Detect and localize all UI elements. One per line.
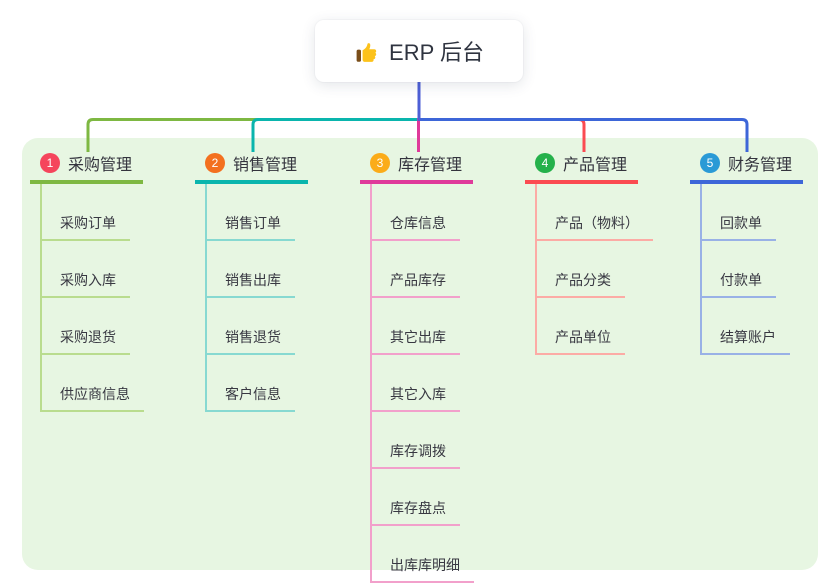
child-node[interactable]: 库存盘点 [372, 469, 460, 526]
child-node-label: 其它入库 [390, 386, 446, 402]
branch-node-purchase[interactable]: 1 采购管理 [30, 146, 143, 184]
branch-number-badge: 4 [535, 153, 555, 173]
child-node-label: 销售退货 [225, 329, 281, 345]
child-node[interactable]: 产品分类 [537, 241, 625, 298]
child-node-label: 库存盘点 [390, 500, 446, 516]
child-node[interactable]: 库存调拨 [372, 412, 460, 469]
branch-number-badge: 2 [205, 153, 225, 173]
child-node-label: 结算账户 [720, 329, 776, 345]
branch-label: 销售管理 [233, 157, 298, 174]
child-node-label: 采购入库 [60, 272, 116, 288]
child-node-label: 产品（物料） [555, 215, 639, 231]
child-node-label: 库存调拨 [390, 443, 446, 459]
child-node[interactable]: 供应商信息 [42, 355, 144, 412]
root-node[interactable]: ERP 后台 [315, 20, 523, 82]
root-title: ERP 后台 [389, 40, 484, 65]
branch-node-sales[interactable]: 2 销售管理 [195, 146, 308, 184]
branch-number-badge: 1 [40, 153, 60, 173]
child-node[interactable]: 仓库信息 [372, 184, 460, 241]
child-node[interactable]: 采购退货 [42, 298, 130, 355]
branch-label: 库存管理 [398, 157, 463, 174]
branch-node-finance[interactable]: 5 财务管理 [690, 146, 803, 184]
child-node-label: 销售订单 [225, 215, 281, 231]
child-node-label: 供应商信息 [60, 386, 130, 402]
child-node-label: 回款单 [720, 215, 762, 231]
branch-product: 4 产品管理 产品（物料） 产品分类 产品单位 [525, 146, 653, 355]
child-node[interactable]: 结算账户 [702, 298, 790, 355]
child-node[interactable]: 产品库存 [372, 241, 460, 298]
child-node[interactable]: 采购入库 [42, 241, 130, 298]
child-node[interactable]: 客户信息 [207, 355, 295, 412]
branch-label: 采购管理 [68, 157, 133, 174]
child-node[interactable]: 采购订单 [42, 184, 130, 241]
child-node-label: 产品库存 [390, 272, 446, 288]
child-node[interactable]: 回款单 [702, 184, 776, 241]
thumbs-up-icon [354, 39, 378, 63]
child-node[interactable]: 销售退货 [207, 298, 295, 355]
branch-children: 销售订单 销售出库 销售退货 客户信息 [205, 184, 295, 412]
child-node[interactable]: 出库库明细 [372, 526, 474, 583]
branch-finance: 5 财务管理 回款单 付款单 结算账户 [690, 146, 803, 355]
branch-children: 产品（物料） 产品分类 产品单位 [535, 184, 653, 355]
branch-children: 仓库信息 产品库存 其它出库 其它入库 库存调拨 库存盘点 出库库明细 [370, 184, 474, 583]
child-node-label: 付款单 [720, 272, 762, 288]
branch-sales: 2 销售管理 销售订单 销售出库 销售退货 客户信息 [195, 146, 308, 412]
child-node-label: 其它出库 [390, 329, 446, 345]
child-node[interactable]: 其它出库 [372, 298, 460, 355]
child-node-label: 产品单位 [555, 329, 611, 345]
branch-children: 回款单 付款单 结算账户 [700, 184, 790, 355]
branch-children: 采购订单 采购入库 采购退货 供应商信息 [40, 184, 144, 412]
child-node-label: 产品分类 [555, 272, 611, 288]
child-node-label: 采购退货 [60, 329, 116, 345]
branch-node-inventory[interactable]: 3 库存管理 [360, 146, 473, 184]
child-node[interactable]: 产品单位 [537, 298, 625, 355]
child-node-label: 销售出库 [225, 272, 281, 288]
branch-node-product[interactable]: 4 产品管理 [525, 146, 638, 184]
branch-number-badge: 3 [370, 153, 390, 173]
branch-label: 产品管理 [563, 157, 628, 174]
child-node-label: 出库库明细 [390, 557, 460, 573]
child-node[interactable]: 其它入库 [372, 355, 460, 412]
branch-inventory: 3 库存管理 仓库信息 产品库存 其它出库 其它入库 库存调拨 库存盘点 [360, 146, 474, 583]
child-node[interactable]: 产品（物料） [537, 184, 653, 241]
child-node[interactable]: 销售订单 [207, 184, 295, 241]
branch-label: 财务管理 [728, 157, 793, 174]
child-node[interactable]: 付款单 [702, 241, 776, 298]
child-node-label: 采购订单 [60, 215, 116, 231]
branch-purchase: 1 采购管理 采购订单 采购入库 采购退货 供应商信息 [30, 146, 144, 412]
child-node-label: 仓库信息 [390, 215, 446, 231]
child-node[interactable]: 销售出库 [207, 241, 295, 298]
child-node-label: 客户信息 [225, 386, 281, 402]
branch-number-badge: 5 [700, 153, 720, 173]
